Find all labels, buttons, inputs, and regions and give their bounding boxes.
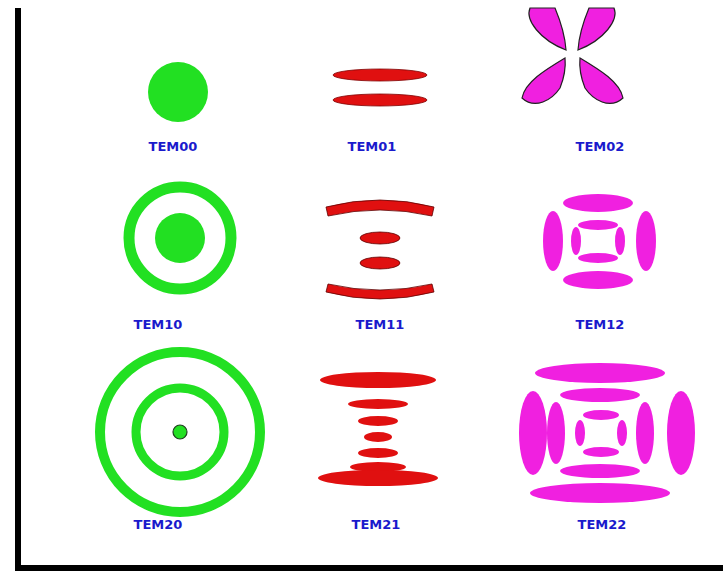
- mode-label: TEM02: [576, 139, 625, 154]
- mode-label: TEM22: [578, 517, 627, 532]
- mode-label: TEM10: [134, 317, 183, 332]
- mode-label: TEM01: [348, 139, 397, 154]
- mode-label: TEM11: [356, 317, 405, 332]
- mode-label: TEM21: [352, 517, 401, 532]
- mode-label: TEM12: [576, 317, 625, 332]
- mode-label: TEM00: [149, 139, 198, 154]
- mode-label: TEM20: [134, 517, 183, 532]
